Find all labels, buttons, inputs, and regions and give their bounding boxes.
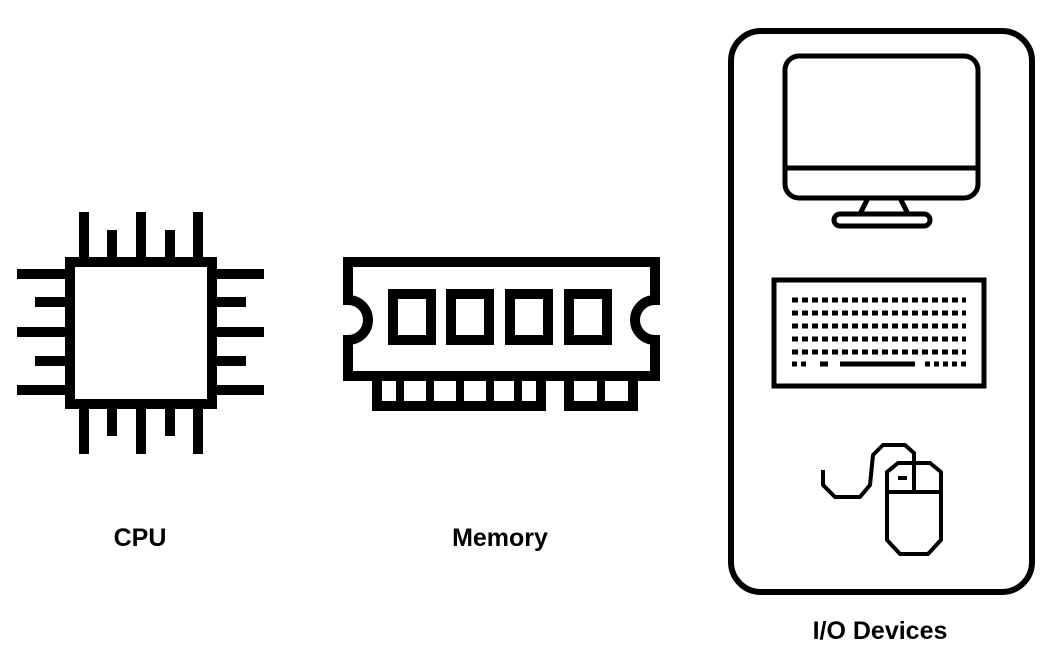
monitor-icon <box>782 53 981 229</box>
io-devices-group-box <box>728 28 1035 595</box>
keyboard-icon <box>771 277 987 389</box>
io-devices-label: I/O Devices <box>812 617 948 645</box>
memory-label: Memory <box>452 524 548 552</box>
mouse-icon <box>821 443 943 556</box>
cpu-label: CPU <box>113 524 167 552</box>
cpu-chip-icon <box>17 212 264 454</box>
ram-module-icon <box>343 257 660 411</box>
